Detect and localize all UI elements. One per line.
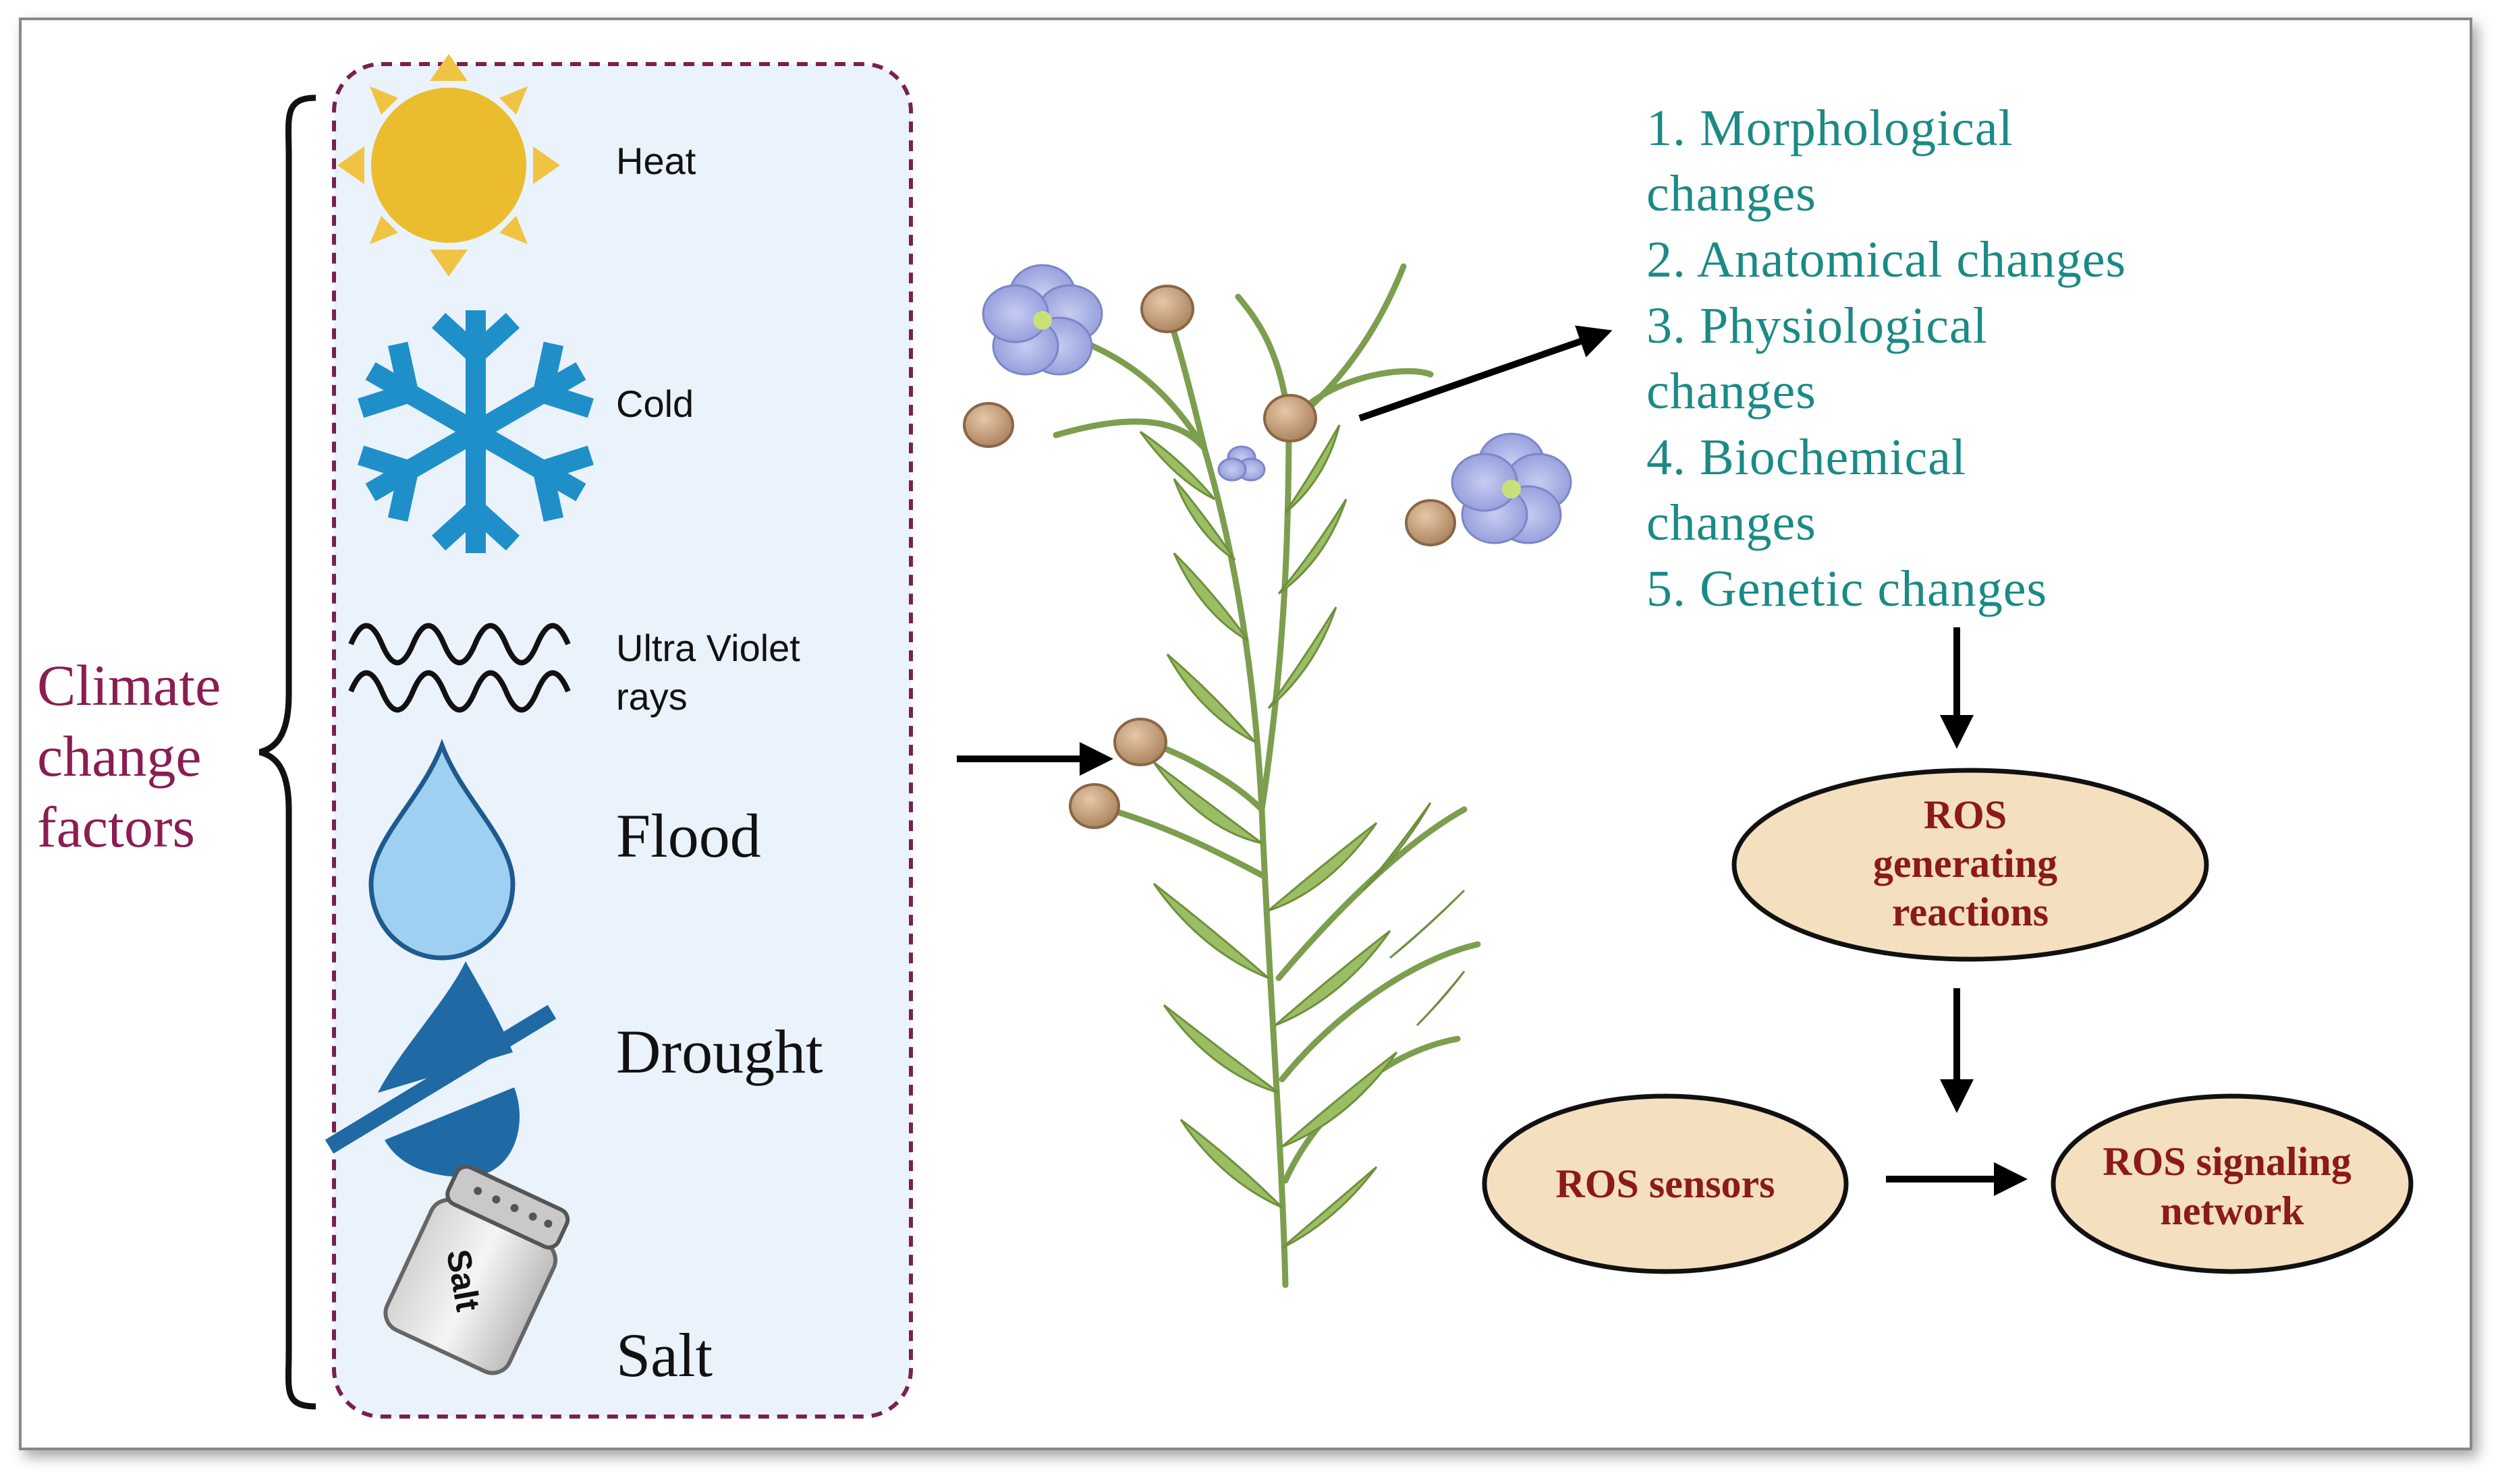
flax-plant-illustration: [963, 263, 1572, 1288]
water-drop-icon: [368, 739, 516, 961]
ros-generating-line1: ROS: [1924, 793, 2007, 837]
factors-panel: [332, 62, 913, 1419]
ros-generating-line3: reactions: [1892, 890, 2049, 934]
change-3-line1: 3. Physiological: [1646, 297, 1988, 354]
ros-signaling-network-node: [2051, 1093, 2414, 1274]
flax-bud: [1405, 499, 1456, 546]
flax-bud: [1140, 285, 1194, 333]
curly-brace: [258, 94, 316, 1410]
no-water-drop-icon: [325, 961, 557, 1177]
flax-flower: [982, 264, 1103, 376]
climate-label-line2: change: [37, 724, 202, 789]
factor-uv-label-line2: rays: [616, 675, 688, 718]
factor-uv-label-line1: Ultra Violet: [616, 627, 800, 669]
change-4-line1: 4. Biochemical: [1646, 429, 1966, 486]
factor-salt-label: Salt: [616, 1321, 713, 1390]
flax-flower: [1451, 432, 1572, 544]
svg-text:ROS signaling network: ROS signaling network: [2103, 1139, 2361, 1233]
climate-label-line1: Climate: [37, 653, 221, 718]
svg-text:1. Morphological changes: 1. Morphological changes 2. Anatomical c…: [1646, 100, 2140, 617]
flax-bud: [1113, 718, 1167, 766]
flax-bud: [1263, 394, 1317, 443]
flax-flower-small: [1217, 445, 1266, 482]
change-3-line2: changes: [1646, 363, 1816, 420]
change-5: 5. Genetic changes: [1646, 561, 2047, 617]
ros-sensors-node: [1482, 1093, 1849, 1274]
ros-generating-line2: generating: [1873, 841, 2057, 886]
factor-cold-label: Cold: [616, 382, 694, 425]
snowflake-icon: [358, 310, 594, 553]
svg-text:ROS generating reactio: ROS generating reactions: [1873, 793, 2067, 934]
arrow-plant-to-changes: [1358, 325, 1613, 422]
ros-network-line2: network: [2160, 1189, 2304, 1233]
flax-bud: [963, 402, 1014, 448]
ros-sensors-label: ROS sensors: [1555, 1162, 1775, 1206]
change-2: 2. Anatomical changes: [1646, 231, 2126, 288]
uv-wave-icon: [348, 623, 571, 713]
ros-network-line1: ROS signaling: [2103, 1139, 2351, 1184]
factor-flood-label: Flood: [616, 801, 761, 870]
svg-text:Climate change factors: Climate change factors: [37, 653, 235, 859]
change-1-line1: 1. Morphological: [1646, 100, 2013, 156]
change-1-line2: changes: [1646, 165, 1816, 222]
climate-label-line3: factors: [37, 795, 195, 859]
ros-generating-node: [1731, 768, 2209, 962]
svg-text:Ultra Violet rays: Ultra Violet rays: [616, 627, 810, 718]
salt-shaker-icon: Salt: [383, 1164, 570, 1375]
change-4-line2: changes: [1646, 494, 1816, 551]
factor-drought-label: Drought: [616, 1017, 823, 1086]
factor-heat-label: Heat: [616, 140, 696, 182]
flax-bud: [1069, 783, 1120, 829]
sun-icon: [337, 54, 560, 277]
